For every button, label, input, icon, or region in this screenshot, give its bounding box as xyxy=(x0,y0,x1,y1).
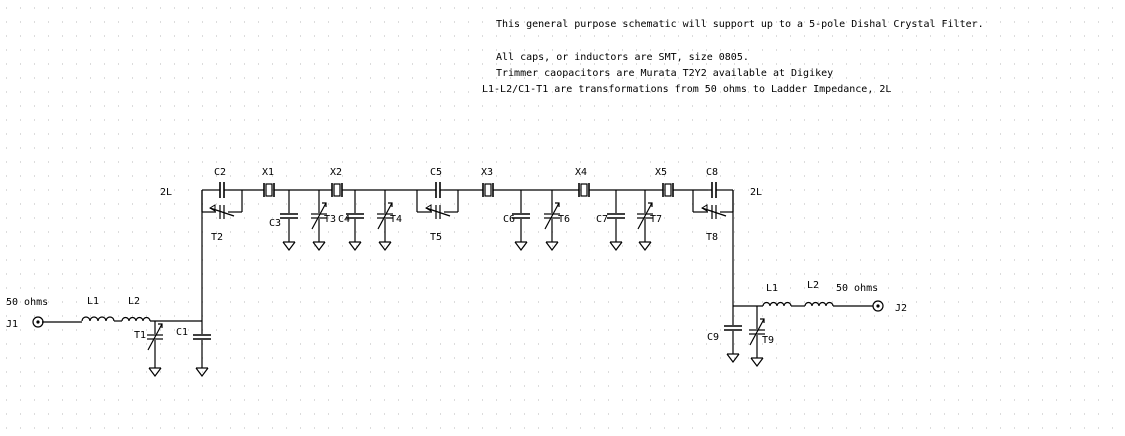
wires xyxy=(42,189,873,368)
capacitor-c1 xyxy=(193,334,211,340)
note-line-2: All caps, or inductors are SMT, size 080… xyxy=(496,52,749,63)
label-t9: T9 xyxy=(762,335,774,346)
label-x5: X5 xyxy=(655,167,667,178)
trimmer-t1 xyxy=(146,323,164,351)
ground-t9 xyxy=(750,357,764,367)
capacitor-c4 xyxy=(346,213,364,219)
label-l1-out: L1 xyxy=(766,283,778,294)
inductor-l1-in xyxy=(81,316,115,322)
ground-c9 xyxy=(726,353,740,363)
label-c4: C4 xyxy=(338,214,350,225)
ground-c4 xyxy=(348,241,362,251)
ground-t4 xyxy=(378,241,392,251)
label-x1: X1 xyxy=(262,167,274,178)
note-line-4: L1-L2/C1-T1 are transformations from 50 … xyxy=(482,84,891,95)
trimmer-t5 xyxy=(425,204,451,219)
note-line-1: This general purpose schematic will supp… xyxy=(496,19,984,30)
trimmer-t9 xyxy=(748,318,766,346)
inductor-l2-out xyxy=(804,301,834,307)
crystal-x2 xyxy=(330,183,344,197)
label-t8: T8 xyxy=(706,232,718,243)
inductor-l2-in xyxy=(121,316,151,322)
crystal-x4 xyxy=(577,183,591,197)
label-j1: J1 xyxy=(6,319,18,330)
label-t3: T3 xyxy=(324,214,336,225)
crystal-x3 xyxy=(481,183,495,197)
ground-t7 xyxy=(638,241,652,251)
label-t5: T5 xyxy=(430,232,442,243)
label-c6: C6 xyxy=(503,214,515,225)
notes-block: This general purpose schematic will supp… xyxy=(482,19,984,95)
crystal-x5 xyxy=(661,183,675,197)
label-in-imp: 50 ohms xyxy=(6,297,48,308)
ground-c6 xyxy=(514,241,528,251)
label-x3: X3 xyxy=(481,167,493,178)
label-t6: T6 xyxy=(558,214,570,225)
trimmer-t8 xyxy=(701,204,727,219)
ground-c3 xyxy=(282,241,296,251)
label-zin: 2L xyxy=(160,187,172,198)
label-t2: T2 xyxy=(211,232,223,243)
label-c2: C2 xyxy=(214,167,226,178)
capacitor-c8 xyxy=(708,182,720,198)
capacitor-c5 xyxy=(432,182,444,198)
inductor-l1-out xyxy=(762,301,792,307)
components xyxy=(32,182,884,377)
label-t7: T7 xyxy=(650,214,662,225)
grid-dot-path xyxy=(6,7,1113,429)
capacitor-c2 xyxy=(216,182,228,198)
label-x2: X2 xyxy=(330,167,342,178)
label-c8: C8 xyxy=(706,167,718,178)
trimmer-t2 xyxy=(209,204,235,219)
capacitor-c7 xyxy=(607,213,625,219)
label-t4: T4 xyxy=(390,214,402,225)
label-zout: 2L xyxy=(750,187,762,198)
trimmer-t3 xyxy=(310,202,328,230)
ground-t3 xyxy=(312,241,326,251)
connector-j1 xyxy=(32,316,44,328)
label-c3: C3 xyxy=(269,218,281,229)
label-c5: C5 xyxy=(430,167,442,178)
labels: 2L 2L 50 ohms 50 ohms J1 J2 L1 L2 L1 L2 … xyxy=(6,167,907,346)
ground-t1 xyxy=(148,367,162,377)
label-x4: X4 xyxy=(575,167,587,178)
trimmer-t7 xyxy=(636,202,654,230)
trimmer-t4 xyxy=(376,202,394,230)
ground-c1 xyxy=(195,367,209,377)
capacitor-c3 xyxy=(280,213,298,219)
label-t1: T1 xyxy=(134,330,146,341)
trimmer-t6 xyxy=(543,202,561,230)
connector-j2 xyxy=(872,300,884,312)
label-l1-in: L1 xyxy=(87,296,99,307)
ground-t6 xyxy=(545,241,559,251)
crystal-x1 xyxy=(262,183,276,197)
label-l2-in: L2 xyxy=(128,296,140,307)
label-j2: J2 xyxy=(895,303,907,314)
note-line-3: Trimmer caopacitors are Murata T2Y2 avai… xyxy=(496,68,833,79)
label-out-imp: 50 ohms xyxy=(836,283,878,294)
grid-dots xyxy=(6,7,1113,429)
ground-c7 xyxy=(609,241,623,251)
label-c7: C7 xyxy=(596,214,608,225)
label-c1: C1 xyxy=(176,327,188,338)
capacitor-c9 xyxy=(724,325,742,331)
capacitor-c6 xyxy=(512,213,530,219)
label-c9: C9 xyxy=(707,332,719,343)
label-l2-out: L2 xyxy=(807,280,819,291)
